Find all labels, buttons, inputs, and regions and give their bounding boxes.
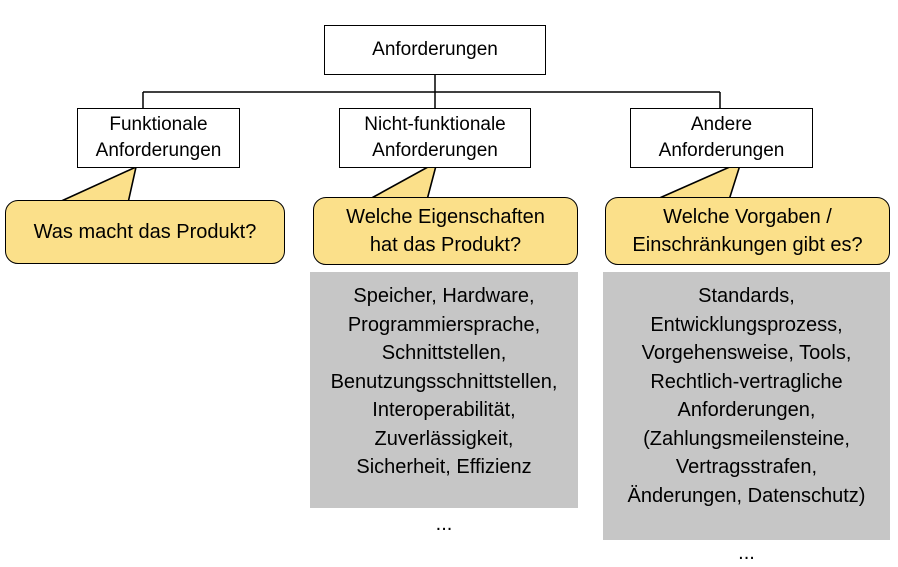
node-andere-anforderungen[interactable]: Andere Anforderungen bbox=[630, 108, 813, 168]
detail-box-andere-anforderungen: Standards, Entwicklungsprozess, Vorgehen… bbox=[603, 272, 890, 564]
callout-andere-anforderungen[interactable]: Welche Vorgaben / Einschränkungen gibt e… bbox=[605, 197, 890, 265]
node-anforderungen[interactable]: Anforderungen bbox=[324, 25, 546, 75]
node-nicht-funktionale-anforderungen[interactable]: Nicht-funktionale Anforderungen bbox=[339, 108, 531, 168]
tree-connector-lines bbox=[142, 75, 721, 108]
callout-funktionale-anforderungen[interactable]: Was macht das Produkt? bbox=[5, 200, 285, 264]
detail-box-nicht-funktionale-anforderungen: Speicher, Hardware, Programmiersprache, … bbox=[310, 272, 578, 535]
callout-nicht-funktionale-anforderungen[interactable]: Welche Eigenschaften hat das Produkt? bbox=[313, 197, 578, 265]
callout-tails bbox=[56, 160, 743, 204]
diagram-connectors bbox=[56, 75, 743, 204]
node-funktionale-anforderungen[interactable]: Funktionale Anforderungen bbox=[77, 108, 240, 168]
callout-tail-funktionale bbox=[56, 165, 138, 204]
